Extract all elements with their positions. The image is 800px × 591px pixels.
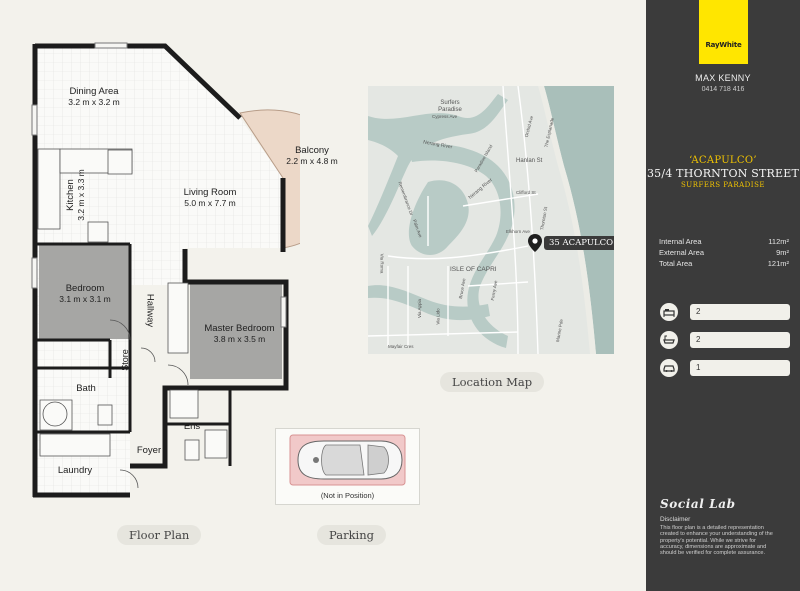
room-dims: 5.0 m x 7.7 m bbox=[184, 198, 236, 208]
room-store: Store bbox=[120, 349, 130, 371]
room-foyer: Foyer bbox=[136, 445, 162, 456]
parking-panel: (Not in Position) bbox=[275, 428, 420, 505]
map-pin-icon bbox=[528, 234, 542, 252]
agent-phone[interactable]: 0414 718 416 bbox=[701, 86, 745, 93]
map-label-elkhorn: Elkhorn Ave bbox=[506, 229, 530, 234]
map-label-isle-of-capri: ISLE OF CAPRI bbox=[450, 266, 497, 273]
parking-note: (Not in Position) bbox=[320, 491, 375, 500]
room-dims: 3.2 m x 3.3 m bbox=[76, 169, 86, 221]
info-panel: RayWhite MAX KENNY 0414 718 416 ‘ACAPULC… bbox=[646, 0, 800, 591]
map-label-via-lido: Via Lido bbox=[435, 308, 441, 325]
map-label-surfers: Surfers Paradise bbox=[438, 100, 462, 113]
room-master-bedroom: Master Bedroom 3.8 m x 3.5 m bbox=[192, 323, 287, 345]
agent-name: MAX KENNY bbox=[695, 73, 751, 83]
map-label-clifford: Clifford St bbox=[516, 190, 536, 195]
room-dims: 3.1 m x 3.1 m bbox=[59, 294, 111, 304]
area-label: External Area bbox=[659, 248, 705, 257]
feature-parking: 1 bbox=[660, 359, 790, 377]
area-value: 112m² bbox=[768, 237, 789, 246]
feature-bathrooms: 2 bbox=[660, 331, 790, 349]
agency-logo: RayWhite bbox=[699, 0, 748, 64]
property-street: 35/4 THORNTON STREET bbox=[646, 167, 800, 180]
room-name: Balcony bbox=[295, 145, 329, 156]
room-dining-area: Dining Area 3.2 m x 3.2 m bbox=[55, 86, 133, 108]
room-living-room: Living Room 5.0 m x 7.7 m bbox=[165, 187, 255, 209]
parking-caption: Parking bbox=[317, 525, 386, 545]
area-row-internal: Internal Area 112m² bbox=[659, 236, 789, 247]
area-row-total: Total Area 121m² bbox=[659, 258, 789, 269]
bathrooms-value: 2 bbox=[690, 332, 790, 348]
area-label: Internal Area bbox=[659, 237, 702, 246]
brand-logo: Social Lab bbox=[660, 497, 736, 511]
bedrooms-value: 2 bbox=[690, 304, 790, 320]
plans-panel: Dining Area 3.2 m x 3.2 m Balcony 2.2 m … bbox=[31, 42, 614, 545]
room-bedroom: Bedroom 3.1 m x 3.1 m bbox=[45, 283, 125, 305]
room-balcony: Balcony 2.2 m x 4.8 m bbox=[272, 145, 352, 167]
room-ens: Ens bbox=[183, 421, 201, 432]
area-value: 9m² bbox=[776, 248, 789, 257]
master-bedroom-room bbox=[190, 284, 282, 379]
room-laundry: Laundry bbox=[57, 465, 93, 476]
feature-bedrooms: 2 bbox=[660, 303, 790, 321]
room-name: Kitchen bbox=[65, 179, 76, 211]
agency-logo-text: RayWhite bbox=[705, 41, 742, 49]
location-map-caption: Location Map bbox=[440, 372, 545, 392]
room-dims: 3.2 m x 3.2 m bbox=[68, 97, 120, 107]
map-label-via-appia: Via Appia bbox=[416, 299, 422, 318]
car-outline-icon bbox=[289, 434, 406, 486]
map-label-hanlan: Hanlan St bbox=[516, 158, 543, 164]
room-kitchen: Kitchen 3.2 m x 3.3 m bbox=[65, 155, 87, 235]
floor-plan-caption: Floor Plan bbox=[117, 525, 202, 545]
area-summary: Internal Area 112m² External Area 9m² To… bbox=[659, 236, 789, 269]
room-bath: Bath bbox=[76, 383, 96, 394]
car-icon bbox=[660, 359, 678, 377]
property-name: ‘ACAPULCO’ bbox=[689, 155, 757, 166]
floor-plan bbox=[31, 42, 300, 498]
room-name: Bedroom bbox=[65, 283, 105, 294]
area-label: Total Area bbox=[659, 259, 693, 268]
bed-icon bbox=[660, 303, 678, 321]
bath-icon bbox=[660, 331, 678, 349]
room-name: Master Bedroom bbox=[204, 323, 275, 334]
bedroom-room bbox=[39, 244, 130, 339]
parking-value: 1 bbox=[690, 360, 790, 376]
map-label-cypress: Cypress Ave bbox=[432, 114, 458, 119]
area-row-external: External Area 9m² bbox=[659, 247, 789, 258]
room-dims: 3.8 m x 3.5 m bbox=[213, 334, 266, 344]
map-pin-label: 35 ACAPULCO bbox=[544, 236, 614, 250]
disclaimer-text: This floor plan is a detailed representa… bbox=[660, 525, 773, 557]
disclaimer-title: Disclaimer bbox=[660, 516, 691, 523]
map-graphic bbox=[368, 86, 614, 354]
room-name: Living Room bbox=[183, 187, 237, 198]
location-map[interactable]: Surfers Paradise Nerang River Nerang Riv… bbox=[368, 86, 614, 354]
room-hallway: Hallway bbox=[144, 293, 156, 328]
room-dims: 2.2 m x 4.8 m bbox=[286, 156, 338, 166]
property-suburb: SURFERS PARADISE bbox=[681, 181, 765, 189]
room-name: Dining Area bbox=[69, 86, 119, 97]
area-value: 121m² bbox=[767, 259, 789, 268]
map-label-mayfair: Mayfair Cres bbox=[388, 344, 414, 349]
map-label-via-roma: Via Roma bbox=[379, 253, 385, 274]
